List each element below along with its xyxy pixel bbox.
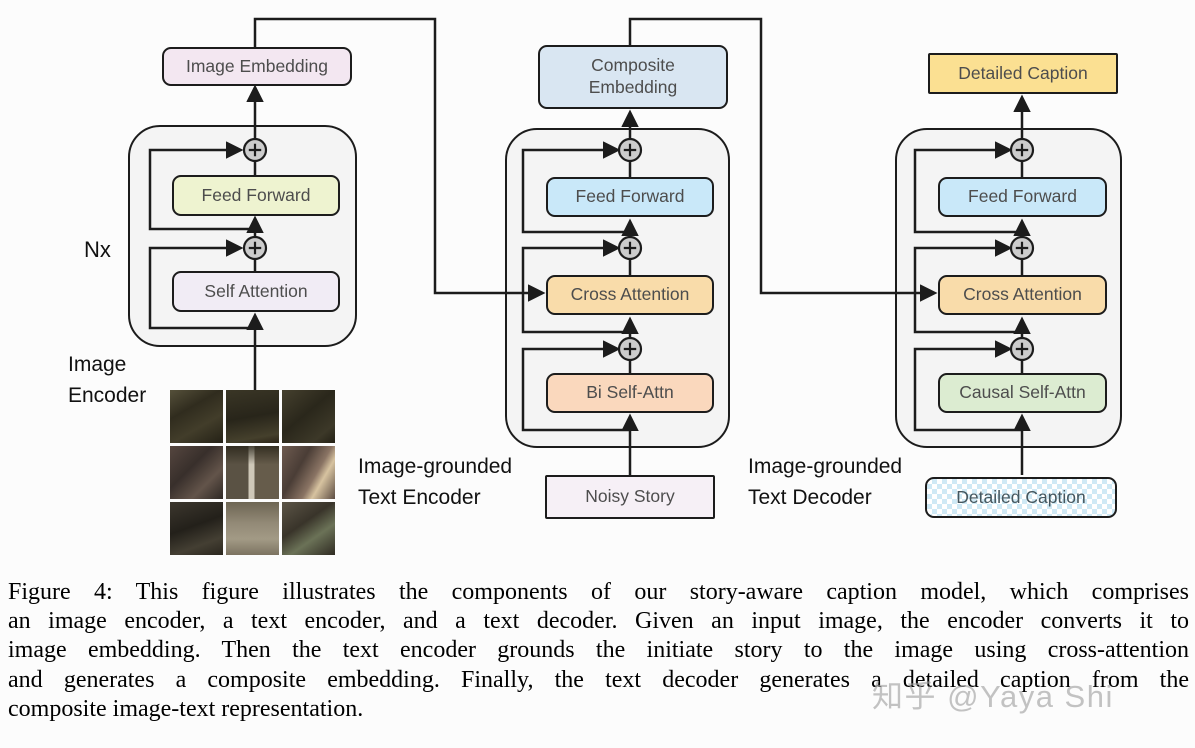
composite-embedding-line2: Embedding bbox=[588, 77, 678, 97]
image-encoder-label-line1: Image bbox=[68, 353, 127, 376]
text-decoder-label: Image-grounded Text Decoder bbox=[748, 451, 902, 513]
image-embedding-label: Image Embedding bbox=[185, 55, 329, 76]
image-patch bbox=[170, 446, 223, 499]
detailed-caption-input-label: Detailed Caption bbox=[956, 486, 1086, 507]
image-encoder-label: Image Encoder bbox=[68, 349, 146, 411]
bi-self-attn-block: Bi Self-Attn bbox=[546, 373, 714, 413]
composite-embedding-box: Composite Embedding bbox=[538, 45, 728, 109]
cross-attention-label: Cross Attention bbox=[963, 284, 1082, 305]
detailed-caption-input-box: Detailed Caption bbox=[925, 477, 1117, 518]
image-patch bbox=[170, 502, 223, 555]
composite-embedding-line1: Composite bbox=[591, 55, 675, 76]
noisy-story-box: Noisy Story bbox=[545, 475, 715, 519]
bi-self-attn-label: Bi Self-Attn bbox=[586, 382, 674, 403]
noisy-story-label: Noisy Story bbox=[585, 486, 675, 507]
causal-self-attn-block: Causal Self-Attn bbox=[938, 373, 1107, 413]
image-patch bbox=[226, 446, 279, 499]
detailed-caption-output-box: Detailed Caption bbox=[928, 53, 1118, 94]
image-embedding-box: Image Embedding bbox=[162, 47, 352, 86]
architecture-diagram: Image Embedding Feed Forward Self Attent… bbox=[68, 17, 1122, 555]
text-decoder-label-line2: Text Decoder bbox=[748, 486, 872, 509]
image-patch bbox=[282, 390, 335, 443]
text-encoder-label: Image-grounded Text Encoder bbox=[358, 451, 512, 513]
caption-line: an image encoder, a text encoder, and a … bbox=[8, 608, 1189, 635]
text-encoder-label-line2: Text Encoder bbox=[358, 486, 481, 509]
text-encoder-label-line1: Image-grounded bbox=[358, 455, 513, 478]
image-patch bbox=[226, 390, 279, 443]
composite-embedding-label: Composite Embedding bbox=[589, 55, 678, 99]
decoder-cross-attention-block: Cross Attention bbox=[938, 275, 1107, 315]
zhihu-watermark: 知乎 @Yaya Shi bbox=[872, 679, 1114, 714]
image-patch bbox=[282, 502, 335, 555]
self-attention-block: Self Attention bbox=[172, 271, 340, 312]
nx-repeat-label: Nx bbox=[84, 237, 111, 262]
detailed-caption-output-label: Detailed Caption bbox=[958, 62, 1088, 83]
feed-forward-label: Feed Forward bbox=[201, 184, 311, 205]
encoder-cross-attention-block: Cross Attention bbox=[546, 275, 714, 315]
caption-line: image embedding. Then the text encoder g… bbox=[8, 637, 1189, 664]
encoder-ff-block: Feed Forward bbox=[546, 177, 714, 217]
cross-attention-label: Cross Attention bbox=[570, 284, 690, 305]
causal-self-attn-label: Causal Self-Attn bbox=[959, 382, 1086, 403]
image-patch bbox=[170, 390, 223, 443]
image-patch bbox=[226, 502, 279, 555]
caption-line: composite image-text representation. bbox=[8, 695, 364, 722]
image-encoder-label-line2: Encoder bbox=[68, 384, 147, 407]
figure-caption: Figure 4: This figure illustrates the co… bbox=[8, 578, 1189, 724]
feed-forward-label: Feed Forward bbox=[575, 186, 685, 207]
caption-line: Figure 4: This figure illustrates the co… bbox=[8, 579, 1189, 605]
decoder-ff-block: Feed Forward bbox=[938, 177, 1107, 217]
image-encoder-module bbox=[128, 125, 357, 347]
image-patch bbox=[282, 446, 335, 499]
feed-forward-label: Feed Forward bbox=[968, 186, 1077, 207]
encoder-feed-forward-block: Feed Forward bbox=[172, 175, 340, 216]
input-image-patch-grid bbox=[170, 390, 335, 555]
caption-line: and generates a composite embedding. Fin… bbox=[8, 666, 1189, 693]
self-attention-label: Self Attention bbox=[204, 280, 308, 301]
text-decoder-label-line1: Image-grounded bbox=[748, 455, 903, 478]
